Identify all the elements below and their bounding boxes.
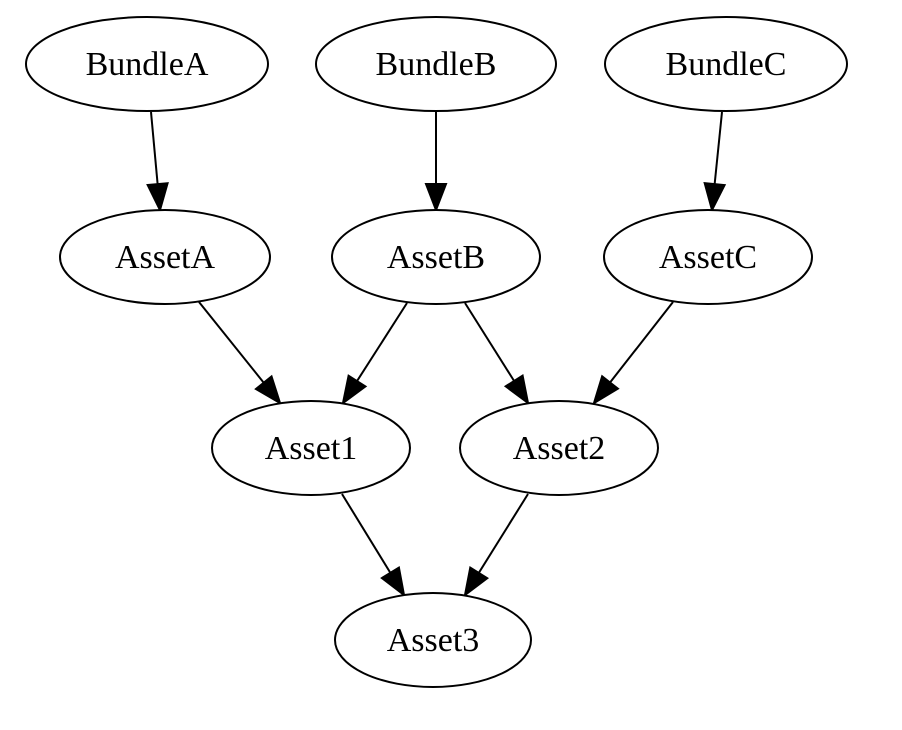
node-asset-c: AssetC <box>603 209 813 305</box>
node-label: BundleC <box>666 46 787 83</box>
edges-layer <box>146 111 727 598</box>
edge-asset-b-to-asset-1 <box>341 302 408 406</box>
edge-asset-1-to-asset-3 <box>341 493 406 598</box>
node-asset-3: Asset3 <box>334 592 532 688</box>
edge-bundle-a-to-asset-a <box>146 111 169 213</box>
nodes-layer: BundleA BundleB BundleC AssetA AssetB AssetC A… <box>25 16 848 688</box>
arrowhead-icon <box>703 181 727 213</box>
edge-asset-a-to-asset-1 <box>198 301 282 406</box>
node-ellipse <box>315 16 557 112</box>
node-label: Asset1 <box>265 430 358 467</box>
node-ellipse <box>25 16 269 112</box>
edge-line <box>341 493 392 574</box>
node-ellipse <box>334 592 532 688</box>
edge-asset-2-to-asset-3 <box>463 493 529 598</box>
edge-line <box>198 301 265 384</box>
node-ellipse <box>459 400 659 496</box>
arrowhead-icon <box>424 183 448 213</box>
arrowhead-icon <box>254 374 282 406</box>
edge-asset-c-to-asset-2 <box>592 301 674 406</box>
node-ellipse <box>603 209 813 305</box>
edge-line <box>713 111 723 185</box>
node-label: BundleB <box>376 46 497 83</box>
edge-bundle-b-to-asset-b <box>424 112 448 213</box>
node-ellipse <box>211 400 411 496</box>
arrowhead-icon <box>463 566 490 598</box>
edge-asset-b-to-asset-2 <box>464 302 530 406</box>
arrowhead-icon <box>592 374 620 406</box>
arrowhead-icon <box>146 182 169 213</box>
node-ellipse <box>604 16 848 112</box>
node-asset-a: AssetA <box>59 209 271 305</box>
node-label: BundleA <box>86 46 209 83</box>
node-bundle-c: BundleC <box>604 16 848 112</box>
arrowhead-icon <box>341 374 368 406</box>
node-asset-b: AssetB <box>331 209 541 305</box>
node-ellipse <box>59 209 271 305</box>
node-bundle-a: BundleA <box>25 16 269 112</box>
node-label: Asset2 <box>513 430 606 467</box>
node-label: Asset3 <box>387 622 480 659</box>
edge-line <box>477 493 529 574</box>
edge-line <box>150 111 159 185</box>
node-label: AssetC <box>659 239 757 276</box>
node-asset-1: Asset1 <box>211 400 411 496</box>
node-asset-2: Asset2 <box>459 400 659 496</box>
arrowhead-icon <box>380 565 406 598</box>
edge-line <box>464 302 515 382</box>
edge-line <box>356 302 408 382</box>
node-label: AssetA <box>115 239 216 276</box>
node-bundle-b: BundleB <box>315 16 557 112</box>
arrowhead-icon <box>503 374 530 406</box>
node-ellipse <box>331 209 541 305</box>
edge-bundle-c-to-asset-c <box>703 111 727 213</box>
edge-line <box>609 301 674 384</box>
node-label: AssetB <box>387 239 485 276</box>
